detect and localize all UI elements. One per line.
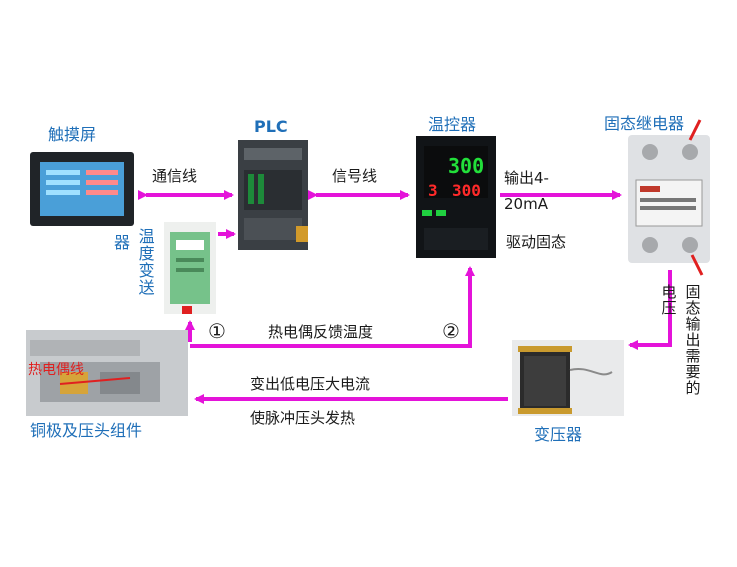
touchscreen-label: 触摸屏 <box>48 125 97 144</box>
transmitter-label-col1: 器 <box>114 233 131 252</box>
low-voltage-label: 变出低电压大电流 <box>250 375 371 393</box>
temp-controller-label: 温控器 <box>428 115 477 134</box>
voltage-label: 电压 <box>659 284 678 316</box>
drive-ssr-label: 驱动固态 <box>506 233 567 251</box>
ssr-device <box>628 119 710 276</box>
transformer-device <box>512 340 624 416</box>
step-1-marker: ① <box>208 319 226 343</box>
arrow-feedback <box>185 266 475 348</box>
output-label-line1: 输出4- <box>504 169 549 187</box>
plc-label: PLC <box>254 117 288 136</box>
controller-sp-index: 3 <box>428 181 438 200</box>
controller-sp-display: 300 <box>452 181 481 200</box>
thermocouple-label: 热电偶线 <box>28 362 84 378</box>
transmitter-label-col2: 温度变送 <box>135 228 155 296</box>
feedback-label: 热电偶反馈温度 <box>268 323 374 341</box>
transformer-label: 变压器 <box>534 425 583 444</box>
step-2-marker: ② <box>442 319 460 343</box>
electrode-label: 铜极及压头组件 <box>30 421 143 440</box>
electrode-device <box>26 330 188 416</box>
temp-controller-device <box>416 136 496 258</box>
plc-device <box>238 140 308 250</box>
touchscreen-device <box>30 152 134 226</box>
controller-pv-display: 300 <box>448 154 485 178</box>
transmitter-device <box>164 222 216 314</box>
output-label-line2: 20mA <box>504 195 548 213</box>
pulse-heating-label: 使脉冲压头发热 <box>250 409 356 427</box>
ssr-output-label: 固态输出需要的 <box>683 284 702 396</box>
arrow-ssr-to-transformer <box>628 270 672 350</box>
comm-line-label: 通信线 <box>152 167 198 185</box>
signal-line-label: 信号线 <box>332 167 378 185</box>
ssr-label: 固态继电器 <box>604 114 685 133</box>
